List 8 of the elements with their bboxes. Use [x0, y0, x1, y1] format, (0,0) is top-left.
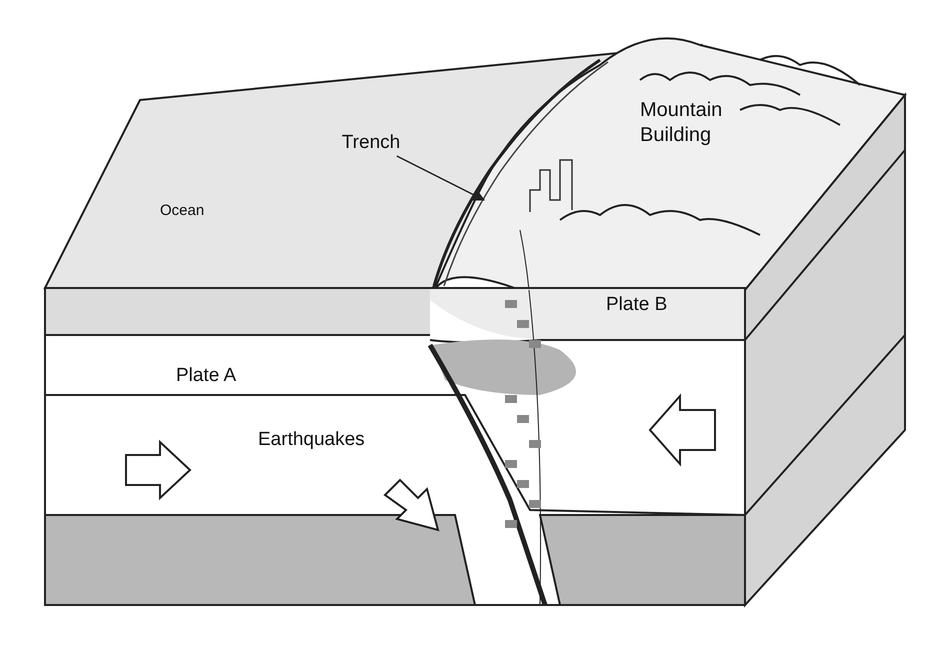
leader-arrow	[396, 155, 486, 201]
feature-label: Plate A	[176, 364, 238, 388]
trench-line	[432, 58, 608, 286]
feature-label: Trench	[342, 131, 400, 155]
feature-label: Mountain Building	[640, 98, 724, 148]
feature-label: Earthquakes	[258, 428, 366, 452]
feature-label: Plate B	[606, 293, 668, 317]
feature-label: Ocean	[160, 202, 206, 221]
